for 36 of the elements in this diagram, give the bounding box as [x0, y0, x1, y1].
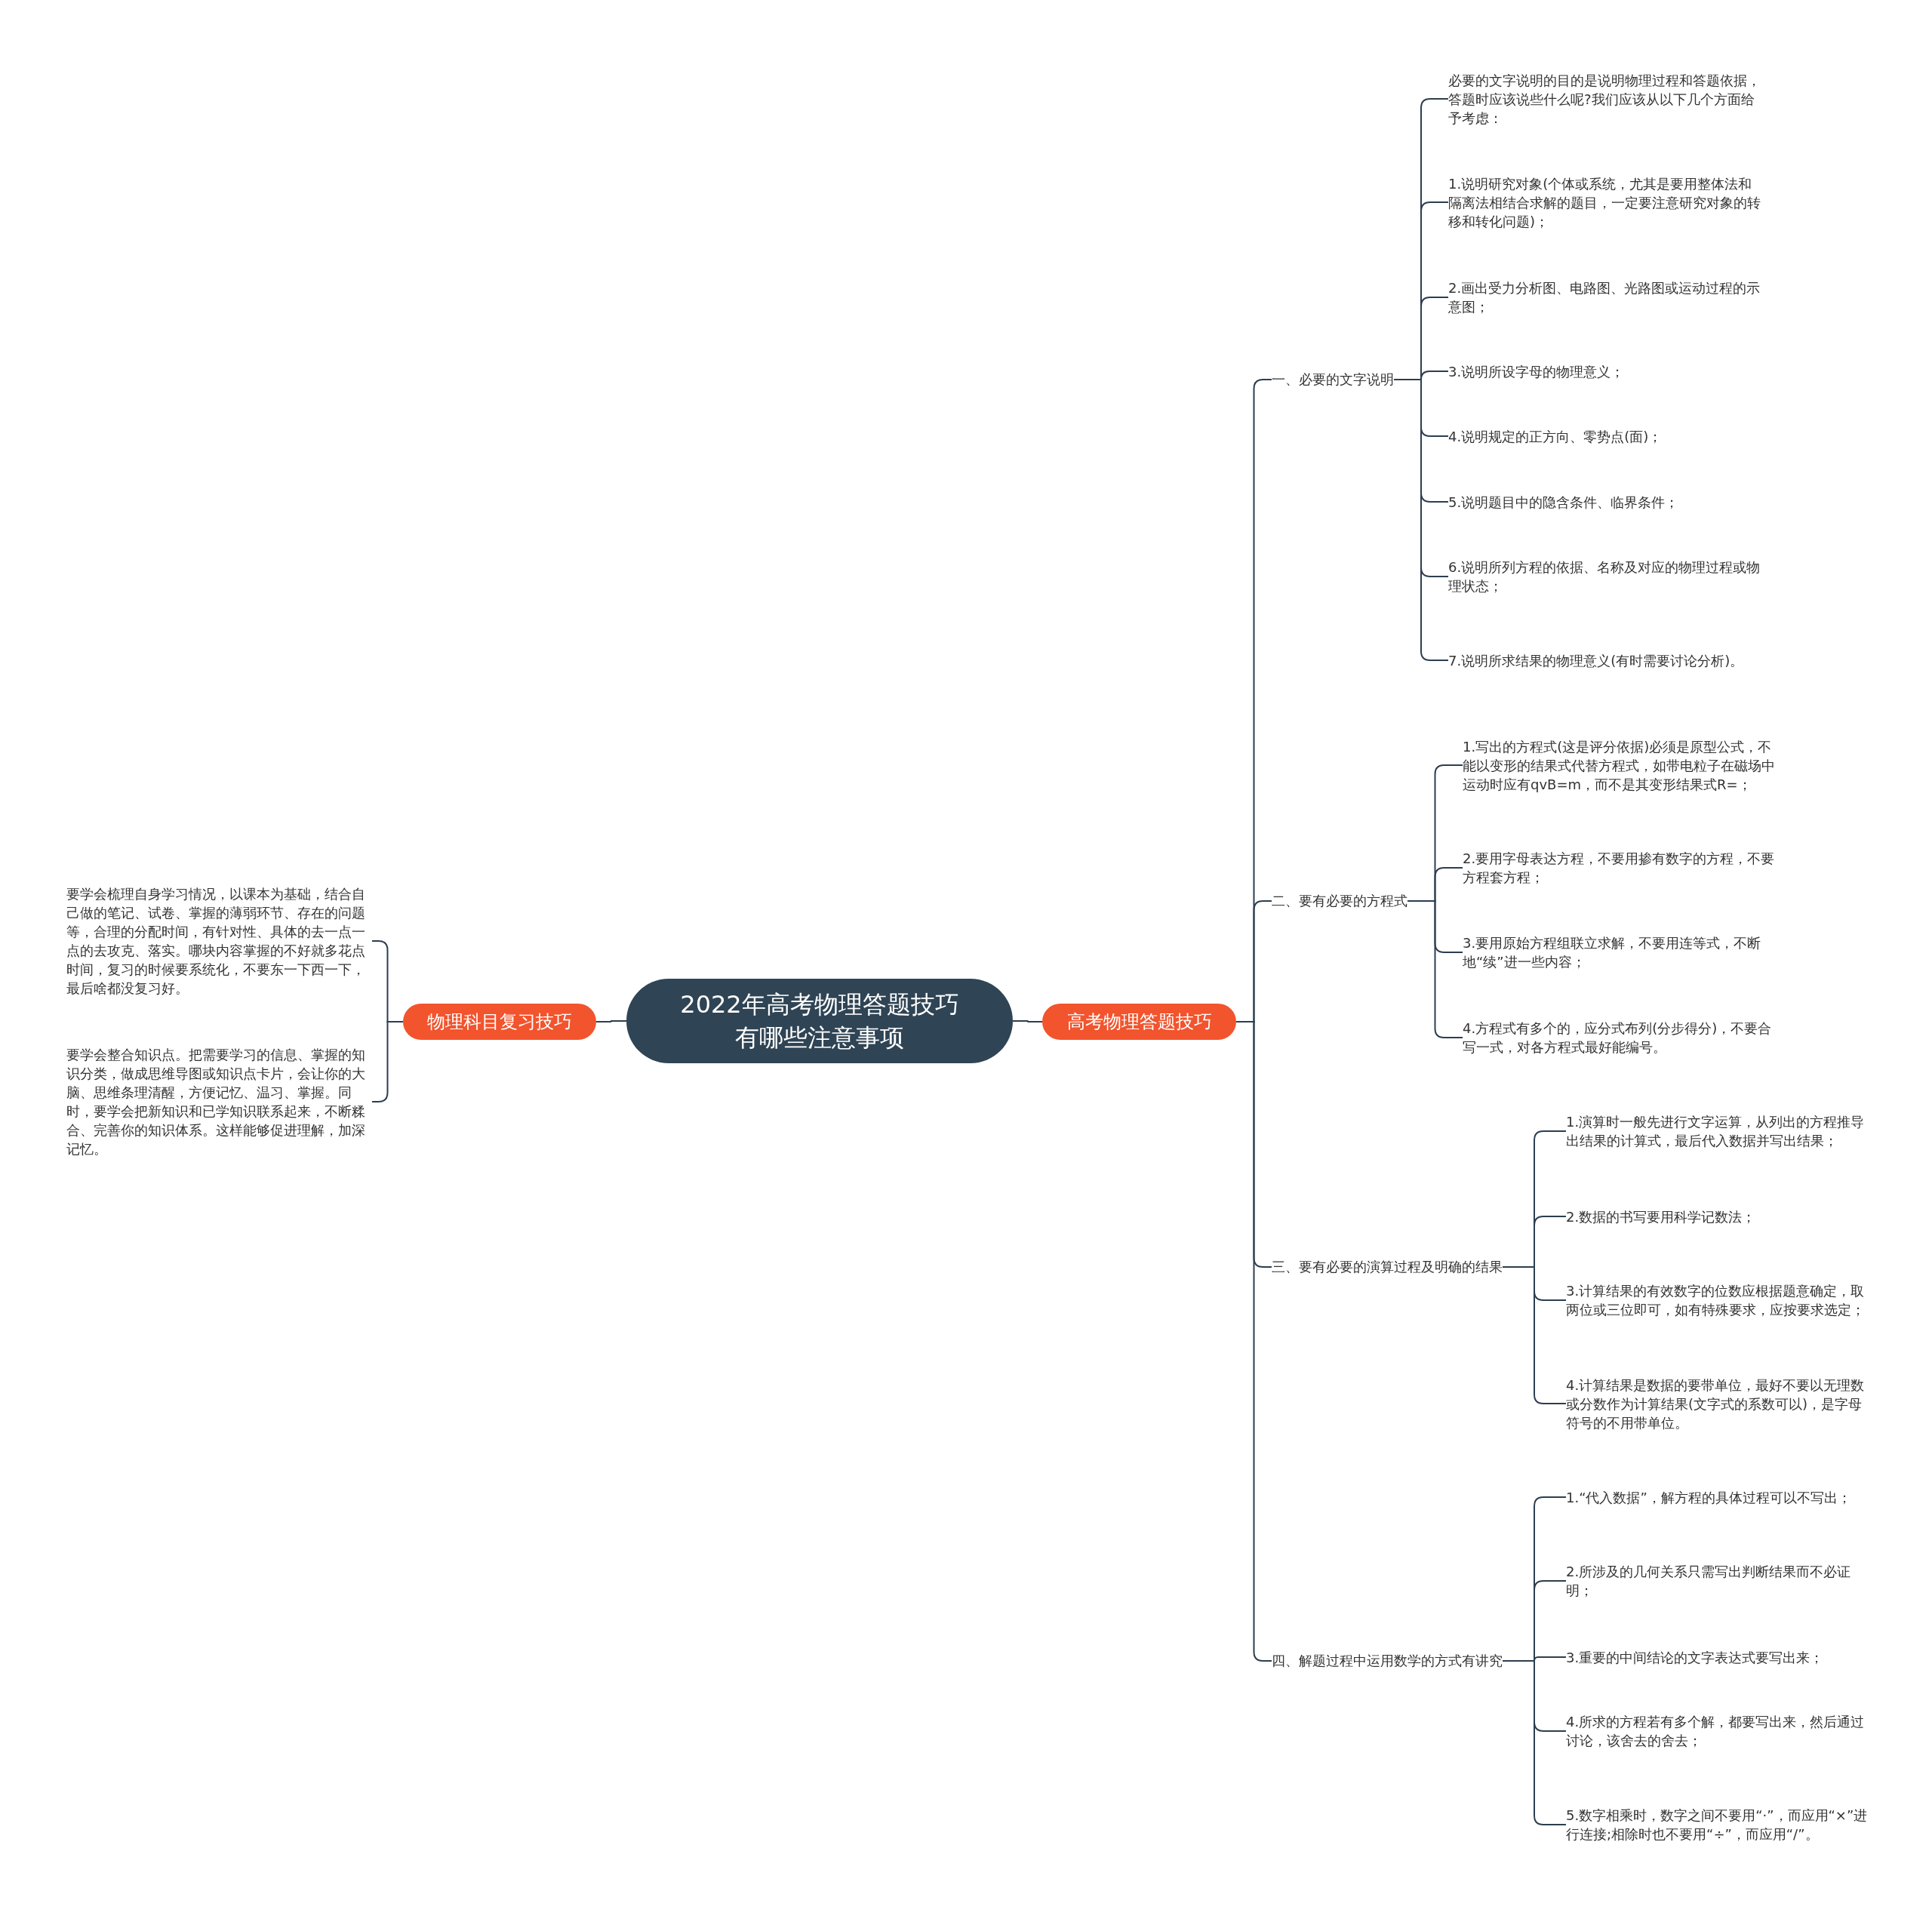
note-text: 2.画出受力分析图、电路图、光路图或运动过程的示意图； [1448, 278, 1765, 316]
subtopic-label: 一、必要的文字说明 [1272, 370, 1394, 389]
note-text: 6.说明所列方程的依据、名称及对应的物理过程或物理状态； [1448, 558, 1765, 595]
connector-line [1502, 1660, 1567, 1825]
note-text: 7.说明所求结果的物理意义(有时需要讨论分析)。 [1448, 650, 1765, 670]
note-text: 4.说明规定的正方向、零势点(面)； [1448, 426, 1765, 446]
subtopic-label: 二、要有必要的方程式 [1272, 891, 1407, 911]
branch-topic: 物理科目复习技巧 [403, 1004, 596, 1040]
connector-line [595, 1020, 627, 1022]
note-text: 要学会整合知识点。把需要学习的信息、掌握的知识分类，做成思维导图或知识点卡片，会让你的大脑、思维条理清醒，方便记忆、温习、掌握。同时，要学会把新知识和已学知识联系起来，不断糅合、完善你的知识体系。这样能够促进理解，加深记忆。 [66, 1045, 372, 1158]
subtopic-label: 四、解题过程中运用数学的方式有讲究 [1272, 1651, 1503, 1671]
connector-line [1407, 900, 1463, 1038]
central-topic: 2022年高考物理答题技巧有哪些注意事项 [626, 979, 1013, 1063]
note-text: 3.计算结果的有效数字的位数应根据题意确定，取两位或三位即可，如有特殊要求，应按要求选定； [1566, 1281, 1875, 1319]
note-text: 2.数据的书写要用科学记数法； [1566, 1207, 1875, 1226]
note-text: 4.方程式有多个的，应分式布列(分步得分)，不要合写一式，对各方程式最好能编号。 [1463, 1019, 1780, 1056]
note-text: 1.“代入数据”，解方程的具体过程可以不写出； [1566, 1487, 1875, 1507]
note-text: 5.数字相乘时，数字之间不要用“·”，而应用“×”进行连接;相除时也不要用“÷”，而应用“/”。 [1566, 1806, 1875, 1844]
note-text: 3.要用原始方程组联立求解，不要用连等式，不断地“续”进一些内容； [1463, 933, 1780, 971]
connector-line [1012, 1020, 1043, 1022]
connector-line [1502, 1266, 1567, 1404]
note-text: 2.要用字母表达方程，不要用掺有数字的方程，不要方程套方程； [1463, 849, 1780, 887]
note-text: 1.说明研究对象(个体或系统，尤其是要用整体法和隔离法相结合求解的题目，一定要注意研究对象的转移和转化问题)； [1448, 174, 1765, 231]
note-text: 必要的文字说明的目的是说明物理过程和答题依据，答题时应该说些什么呢?我们应该从以下几个方面给予考虑： [1448, 70, 1765, 128]
connector-line [1393, 379, 1449, 661]
branch-topic: 高考物理答题技巧 [1042, 1004, 1236, 1040]
note-text: 4.所求的方程若有多个解，都要写出来，然后通过讨论，该舍去的舍去； [1566, 1712, 1875, 1750]
note-text: 3.重要的中间结论的文字表达式要写出来； [1566, 1647, 1875, 1667]
note-text: 3.说明所设字母的物理意义； [1448, 361, 1765, 381]
note-text: 要学会梳理自身学习情况，以课本为基础，结合自己做的笔记、试卷、掌握的薄弱环节、存在的问题等，合理的分配时间，有针对性、具体的去一点一点的去攻克、落实。哪块内容掌握的不好就多花点时间，复习的时候要系统化，不要东一下西一下，最后啥都没复习好。 [66, 884, 372, 998]
note-text: 1.写出的方程式(这是评分依据)必须是原型公式，不能以变形的结果式代替方程式，如带电粒子在磁场中运动时应有qvB=m，而不是其变形结果式R=； [1463, 736, 1780, 794]
note-text: 1.演算时一般先进行文字运算，从列出的方程推导出结果的计算式，最后代入数据并写出结果； [1566, 1112, 1875, 1150]
note-text: 5.说明题目中的隐含条件、临界条件； [1448, 492, 1765, 512]
note-text: 4.计算结果是数据的要带单位，最好不要以无理数或分数作为计算结果(文字式的系数可以)，是字母符号的不用带单位。 [1566, 1375, 1875, 1432]
note-text: 2.所涉及的几何关系只需写出判断结果而不必证明； [1566, 1562, 1875, 1600]
subtopic-label: 三、要有必要的演算过程及明确的结果 [1272, 1257, 1503, 1277]
